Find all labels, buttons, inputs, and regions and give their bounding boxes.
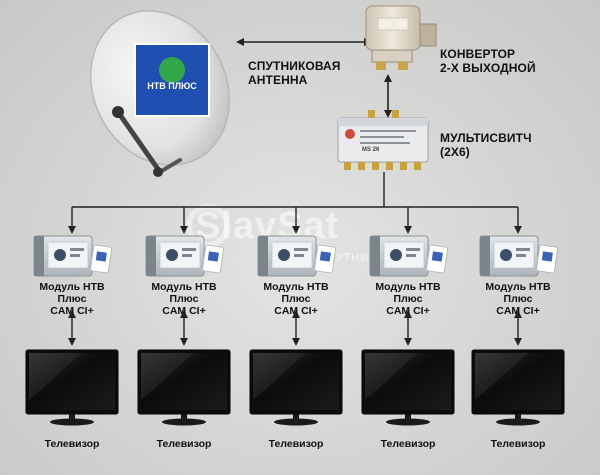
converter-icon bbox=[365, 5, 437, 70]
cam-module-icon bbox=[33, 235, 112, 277]
tv-icon bbox=[361, 349, 455, 426]
cam-module-icon bbox=[145, 235, 224, 277]
tv-label: Телевизор bbox=[380, 438, 436, 450]
tv-label: Телевизор bbox=[490, 438, 546, 450]
cam-module-icon bbox=[257, 235, 336, 277]
tv-label: Телевизор bbox=[268, 438, 324, 450]
multiswitch-label-line2: (2Х6) bbox=[440, 145, 470, 159]
tv-label: Телевизор bbox=[44, 438, 100, 450]
antenna-label-line1: СПУТНИКОВАЯ bbox=[248, 59, 341, 73]
distribution-wires bbox=[72, 172, 518, 208]
multiswitch-icon bbox=[337, 110, 429, 170]
module-label-line2: CAM CI+ bbox=[50, 305, 94, 317]
dish-logo-text: НТВ ПЛЮС bbox=[147, 81, 197, 91]
tv-icon bbox=[137, 349, 231, 426]
module-label-line2: CAM CI+ bbox=[162, 305, 206, 317]
module-label-line1: Модуль НТВ Плюс bbox=[263, 281, 329, 305]
converter-label-line1: КОНВЕРТОР bbox=[440, 47, 516, 61]
module-icons bbox=[33, 235, 558, 277]
tv-icon bbox=[471, 349, 565, 426]
module-label-line1: Модуль НТВ Плюс bbox=[485, 281, 551, 305]
multiswitch-label: МУЛЬТИСВИТЧ (2Х6) bbox=[440, 131, 532, 159]
cam-module-icon bbox=[369, 235, 448, 277]
cam-module-icon bbox=[479, 235, 558, 277]
tv-icon bbox=[25, 349, 119, 426]
multiswitch-model-text: MS 26 bbox=[362, 147, 380, 153]
tv-label: Телевизор bbox=[156, 438, 212, 450]
satellite-dish-icon bbox=[89, 10, 231, 177]
module-label-line2: CAM CI+ bbox=[496, 305, 540, 317]
tv-icons bbox=[25, 349, 565, 426]
antenna-label: СПУТНИКОВАЯ АНТЕННА bbox=[248, 59, 341, 87]
module-label-line1: Модуль НТВ Плюс bbox=[375, 281, 441, 305]
tv-icon bbox=[249, 349, 343, 426]
module-label-line1: Модуль НТВ Плюс bbox=[151, 281, 217, 305]
converter-label: КОНВЕРТОР 2-Х ВЫХОДНОЙ bbox=[440, 47, 536, 75]
antenna-label-line2: АНТЕННА bbox=[248, 73, 308, 87]
branch-arrows bbox=[68, 207, 522, 346]
module-label-line2: CAM CI+ bbox=[386, 305, 430, 317]
multiswitch-label-line1: МУЛЬТИСВИТЧ bbox=[440, 131, 532, 145]
module-label-line1: Модуль НТВ Плюс bbox=[39, 281, 105, 305]
module-label-line2: CAM CI+ bbox=[274, 305, 318, 317]
converter-label-line2: 2-Х ВЫХОДНОЙ bbox=[440, 61, 536, 75]
